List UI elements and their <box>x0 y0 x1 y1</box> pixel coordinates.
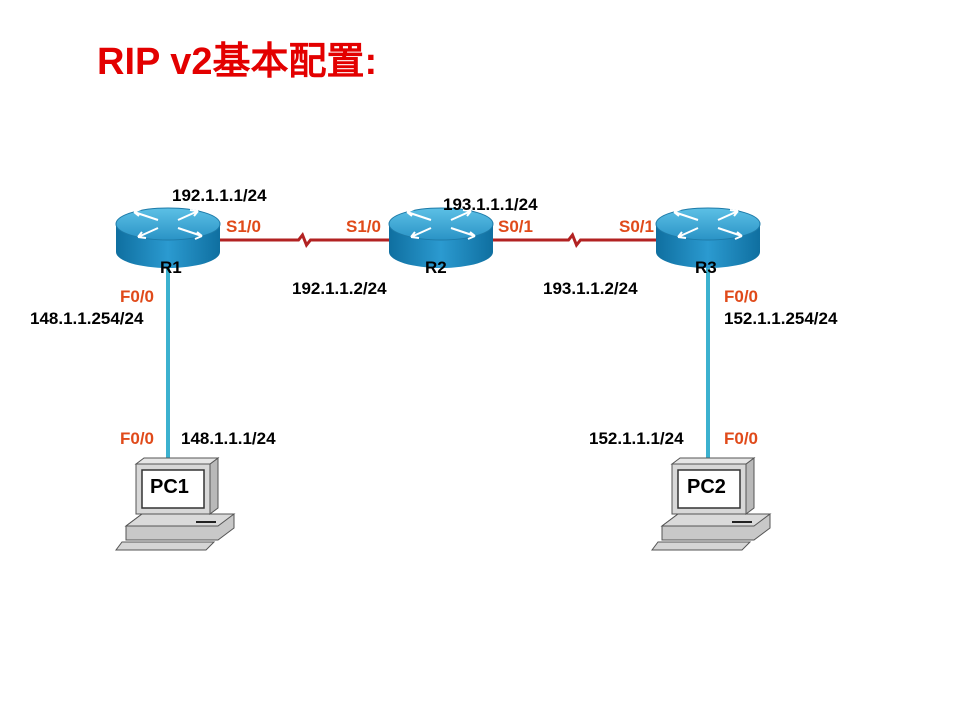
r2-s0-1-port: S0/1 <box>498 217 533 236</box>
r3-f0-0-ip: 152.1.1.254/24 <box>724 309 838 328</box>
r2-s1-0-ip: 192.1.1.2/24 <box>292 279 387 298</box>
r2-s1-0-port: S1/0 <box>346 217 381 236</box>
r2-s0-1-ip: 193.1.1.1/24 <box>443 195 538 214</box>
router-label-r2: R2 <box>425 258 447 277</box>
r3-s0-1-ip: 193.1.1.2/24 <box>543 279 638 298</box>
serial-link-2 <box>491 232 658 248</box>
pc-label-pc2: PC2 <box>687 476 726 498</box>
pc-label-pc1: PC1 <box>150 476 189 498</box>
r1-f0-0-ip: 148.1.1.254/24 <box>30 309 144 328</box>
pc-icon <box>651 457 771 551</box>
r3-f0-0-port: F0/0 <box>724 287 759 306</box>
router-label-r3: R3 <box>695 258 717 277</box>
page-title: RIP v2基本配置: <box>97 41 378 83</box>
r3-s0-1-port: S0/1 <box>619 217 654 236</box>
serial-link-1 <box>218 232 391 248</box>
pc1-ip: 148.1.1.1/24 <box>181 429 276 448</box>
pc2-f0-0-port: F0/0 <box>724 429 759 448</box>
r1-s1-0-ip: 192.1.1.1/24 <box>172 186 267 205</box>
pc1-f0-0-port: F0/0 <box>120 429 155 448</box>
r1-s1-0-port: S1/0 <box>226 217 261 236</box>
router-label-r1: R1 <box>160 258 182 277</box>
pc2-ip: 152.1.1.1/24 <box>589 429 684 448</box>
pc-icon <box>115 457 235 551</box>
r1-f0-0-port: F0/0 <box>120 287 155 306</box>
